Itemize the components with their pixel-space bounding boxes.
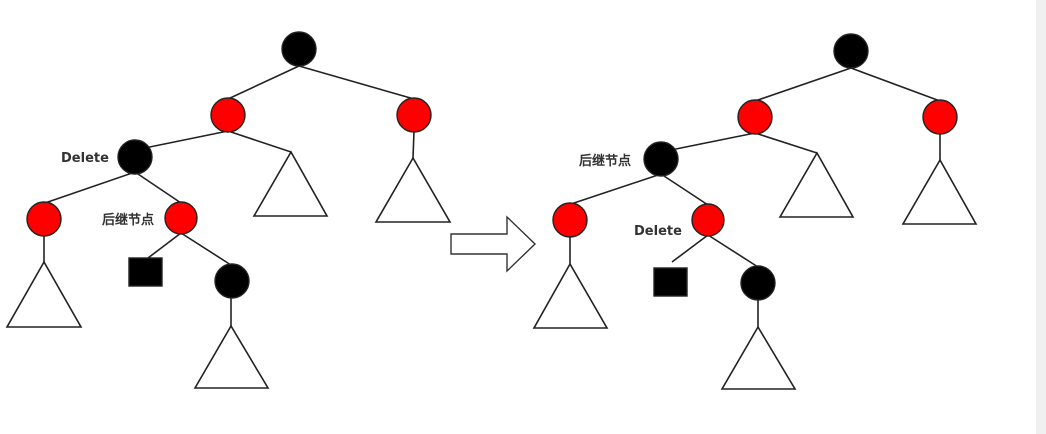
subtree-triangle bbox=[193, 324, 270, 389]
edge bbox=[134, 171, 182, 204]
successor-node-red bbox=[164, 201, 198, 235]
edge bbox=[660, 132, 756, 153]
delete-label: Delete bbox=[634, 224, 682, 239]
nil-leaf-square bbox=[653, 267, 688, 297]
root-node-black bbox=[281, 31, 317, 67]
edge bbox=[754, 67, 852, 102]
edge bbox=[570, 173, 662, 205]
node-red bbox=[552, 202, 588, 238]
subtree-triangle bbox=[720, 325, 797, 390]
subtree-triangle bbox=[5, 260, 83, 328]
subtree-triangle bbox=[532, 262, 609, 329]
delete-node-red bbox=[691, 203, 725, 237]
delete-label: Delete bbox=[61, 151, 109, 166]
subtree-triangle bbox=[901, 158, 978, 225]
edge bbox=[227, 130, 292, 153]
successor-label: 后继节点 bbox=[579, 153, 631, 169]
edge bbox=[134, 130, 229, 151]
edge bbox=[180, 232, 232, 266]
node-black bbox=[740, 265, 776, 301]
tree-after: 后继节点 Delete bbox=[532, 33, 978, 390]
successor-node-black bbox=[643, 141, 679, 177]
delete-node-black bbox=[117, 139, 153, 175]
subtree-triangle bbox=[252, 150, 329, 217]
subtree-triangle bbox=[778, 151, 855, 218]
root-node-black bbox=[833, 33, 869, 69]
edge bbox=[707, 234, 759, 268]
node-black bbox=[214, 263, 250, 299]
edge bbox=[412, 130, 415, 159]
edge bbox=[671, 234, 709, 263]
edge bbox=[44, 171, 136, 204]
edge bbox=[147, 232, 182, 259]
node-red bbox=[26, 201, 62, 237]
edge bbox=[660, 173, 709, 206]
edge bbox=[227, 65, 300, 100]
node-red bbox=[396, 97, 432, 133]
edge bbox=[298, 65, 415, 100]
transform-arrow bbox=[450, 215, 537, 273]
node-red bbox=[737, 99, 773, 135]
nil-leaf-square bbox=[128, 257, 163, 287]
edge bbox=[754, 132, 818, 154]
edge bbox=[850, 67, 941, 102]
successor-label: 后继节点 bbox=[102, 212, 154, 228]
node-red bbox=[922, 99, 958, 135]
tree-before: Delete 后继节点 bbox=[5, 31, 452, 389]
node-red bbox=[210, 97, 246, 133]
vertical-scrollbar[interactable] bbox=[1036, 0, 1046, 434]
subtree-triangle bbox=[374, 156, 452, 223]
